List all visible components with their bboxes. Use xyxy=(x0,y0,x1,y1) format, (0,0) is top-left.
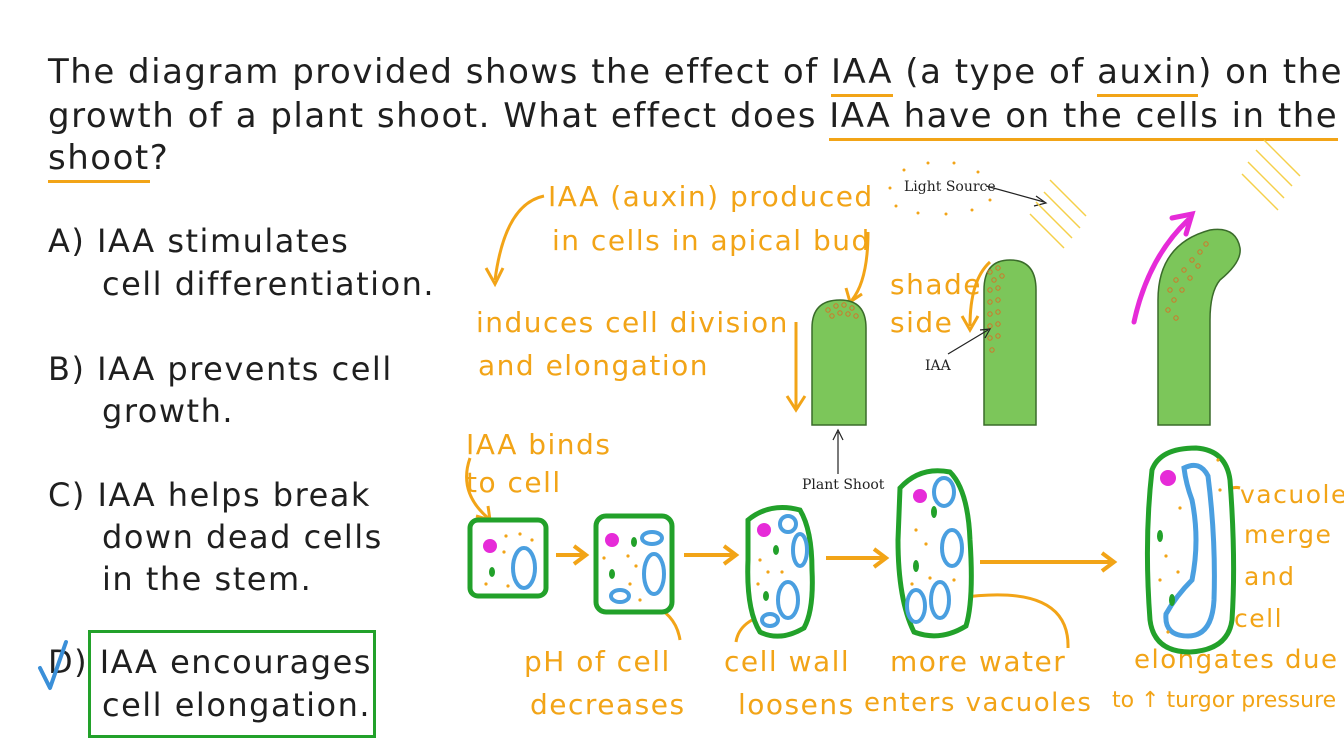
annotation-wall-2: loosens xyxy=(738,688,855,721)
annotation-produced-1: IAA (auxin) produced xyxy=(548,180,874,213)
annotation-merge-4: cell xyxy=(1234,604,1284,633)
flow-arrows xyxy=(556,544,1118,573)
cell-2 xyxy=(593,513,675,615)
plant-shoot-1 xyxy=(811,299,867,426)
question-line-2: growth of a plant shoot. What effect doe… xyxy=(48,96,1339,141)
question-term-iaa: IAA xyxy=(831,52,893,97)
annotation-wall-1: cell wall xyxy=(724,645,851,678)
label-iaa: IAA xyxy=(925,358,951,374)
annotation-water-1: more water xyxy=(890,645,1067,678)
light-source-pointer xyxy=(985,185,1045,203)
growth-direction-arrow-head xyxy=(1169,210,1196,237)
cell-5 xyxy=(1144,445,1237,655)
checkmark-icon xyxy=(38,640,68,690)
annotation-induces-1: induces cell division xyxy=(476,306,789,339)
arrow-shaded-head xyxy=(960,315,980,334)
option-a[interactable]: A) IAA stimulates xyxy=(48,222,350,260)
annotation-shaded-2: side xyxy=(890,306,954,339)
auxin-dots-shaded xyxy=(987,265,1005,353)
growth-direction-arrow xyxy=(1131,217,1191,325)
plant-shoot-2 xyxy=(983,259,1037,426)
annotation-produced-2: in cells in apical bud xyxy=(552,224,871,257)
plant-shoot-pointer-head xyxy=(832,428,844,441)
arrow-induces-head xyxy=(785,395,807,413)
correct-answer-box xyxy=(88,630,376,738)
label-light-source: Light Source xyxy=(904,179,996,195)
cell-4 xyxy=(895,468,974,639)
plant-shoot-3 xyxy=(1157,228,1241,426)
arrow-water xyxy=(957,593,1070,649)
question-line-3: shoot? xyxy=(48,138,169,183)
question-term-cells: IAA have on the cells in the xyxy=(829,96,1339,141)
annotation-elong-2: to ↑ turgor pressure xyxy=(1112,688,1337,713)
option-c[interactable]: C) IAA helps break xyxy=(48,476,371,514)
light-arrows-2 xyxy=(1241,139,1301,211)
iaa-pointer-head xyxy=(979,328,992,339)
option-c-line-2: down dead cells xyxy=(102,518,383,556)
cell-1 xyxy=(467,517,549,599)
option-b[interactable]: B) IAA prevents cell xyxy=(48,350,393,388)
arrow-produced-head xyxy=(484,267,505,288)
arrow-wall xyxy=(734,618,753,643)
annotation-merge-2: merge xyxy=(1244,520,1333,549)
arrow-binds xyxy=(465,457,489,520)
label-plant-shoot: Plant Shoot xyxy=(802,477,885,493)
question-line-1: The diagram provided shows the effect of… xyxy=(48,52,1343,97)
annotation-water-2: enters vacuoles xyxy=(864,688,1093,718)
annotation-induces-2: and elongation xyxy=(478,349,710,382)
annotation-merge-3: and xyxy=(1244,562,1296,591)
option-b-line-2: growth. xyxy=(102,392,235,430)
auxin-dots-bend xyxy=(1165,241,1209,321)
option-a-line-2: cell differentiation. xyxy=(102,265,436,303)
light-arrows-1 xyxy=(1029,179,1087,249)
annotation-binds-2: to cell xyxy=(466,466,562,499)
auxin-dots-tip xyxy=(825,302,859,319)
iaa-pointer xyxy=(947,329,989,355)
question-term-auxin: auxin xyxy=(1097,52,1199,97)
annotation-binds-1: IAA binds xyxy=(466,428,612,461)
option-d-line-2: cell elongation. xyxy=(102,686,372,724)
arrow-shaded xyxy=(968,260,992,327)
light-rays-1 xyxy=(888,161,992,216)
annotation-merge-1: vacuoles xyxy=(1240,480,1344,509)
question-term-shoot: shoot xyxy=(48,138,150,183)
cell-3 xyxy=(745,505,815,639)
option-d[interactable]: D) IAA encourages xyxy=(48,643,372,681)
arrow-produced xyxy=(493,194,545,281)
option-c-line-3: in the stem. xyxy=(102,560,313,598)
arrow-to-bud xyxy=(850,231,870,301)
annotation-ph-2: decreases xyxy=(530,688,686,721)
annotation-ph-1: pH of cell xyxy=(524,645,671,678)
